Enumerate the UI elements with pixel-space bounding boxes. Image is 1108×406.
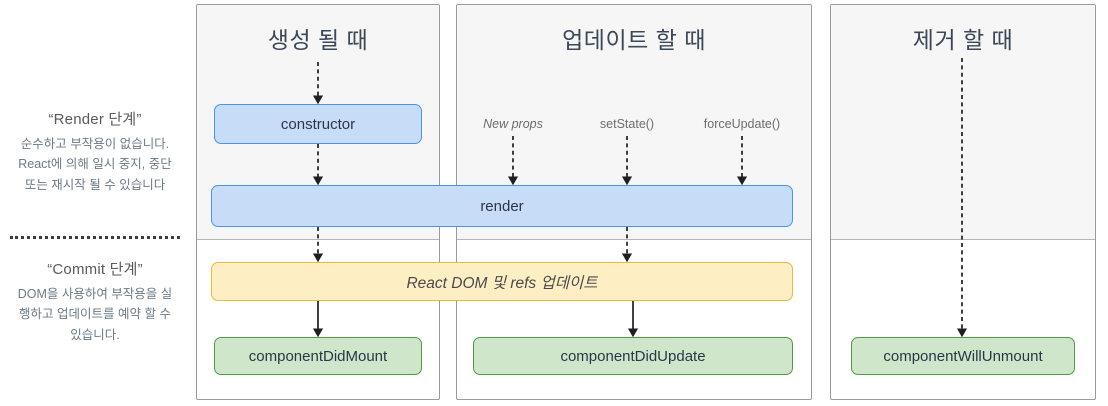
trigger-label-new-props: New props xyxy=(483,117,543,131)
legend-commit-phase: “Commit 단계” DOM을 사용하여 부작용을 실행하고 업데이트를 예약… xyxy=(0,258,190,345)
node-component-did-mount[interactable]: componentDidMount xyxy=(214,337,422,375)
legend-commit-phase-title: “Commit 단계” xyxy=(47,261,143,278)
legend-render-phase-title: “Render 단계” xyxy=(48,111,142,128)
node-react-dom-refs-update[interactable]: React DOM 및 refs 업데이트 xyxy=(211,262,793,301)
trigger-label-forceupdate: forceUpdate() xyxy=(703,117,781,131)
trigger-label-setstate: setState() xyxy=(599,117,655,131)
legend-phase-divider xyxy=(10,236,180,239)
node-component-will-unmount[interactable]: componentWillUnmount xyxy=(851,337,1075,375)
legend-render-phase: “Render 단계” 순수하고 부작용이 없습니다. React에 의해 일시… xyxy=(0,108,190,195)
node-render[interactable]: render xyxy=(211,185,793,227)
panel-mounting-title: 생성 될 때 xyxy=(267,27,369,53)
legend-commit-phase-body: DOM을 사용하여 부작용을 실행하고 업데이트를 예약 할 수 있습니다. xyxy=(17,287,173,342)
legend-render-phase-body: 순수하고 부작용이 없습니다. React에 의해 일시 중지, 중단 또는 재… xyxy=(18,137,172,192)
node-component-did-update[interactable]: componentDidUpdate xyxy=(473,337,793,375)
panel-updating-title: 업데이트 할 때 xyxy=(562,27,706,53)
render-phase-zone-unmount xyxy=(831,5,1095,240)
panel-unmounting-title: 제거 할 때 xyxy=(912,27,1014,53)
node-constructor[interactable]: constructor xyxy=(214,104,422,144)
